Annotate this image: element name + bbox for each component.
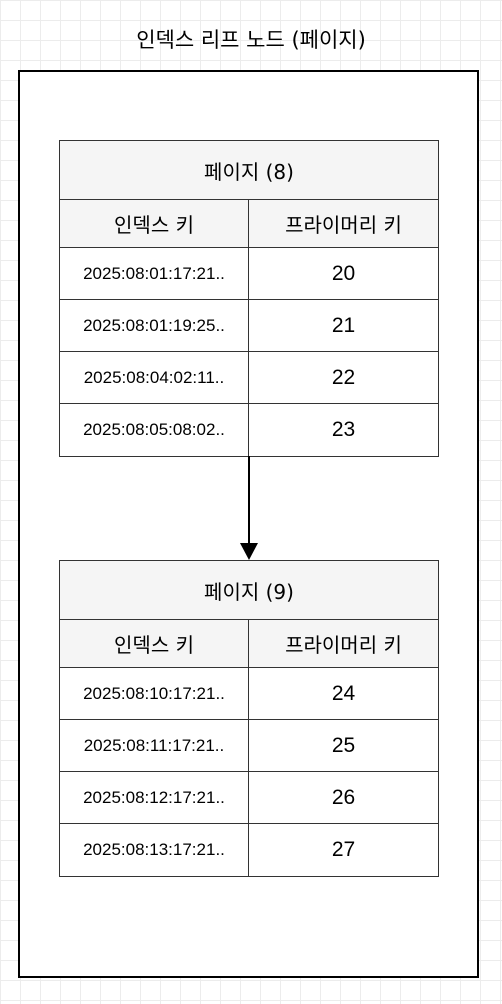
primary-key-cell: 23 [331, 418, 356, 441]
index-key-cell: 2025:08:01:19:25.. [60, 300, 249, 351]
page-header: 페이지 (9) [60, 561, 438, 620]
primary-key-cell: 26 [331, 785, 356, 809]
column-header-primary-key: 프라이머리 키 [285, 213, 402, 237]
table-row: 2025:08:11:17:21.. 25 [60, 720, 438, 772]
table-row: 2025:08:04:02:11.. 22 [60, 352, 438, 404]
column-header-primary-key: 프라이머리 키 [285, 633, 402, 657]
index-key-cell: 2025:08:04:02:11.. [60, 352, 249, 403]
table-row: 2025:08:13:17:21.. 27 [60, 824, 438, 876]
column-header-row: 인덱스 키 프라이머리 키 [60, 620, 438, 668]
primary-key-cell: 25 [331, 733, 356, 757]
index-key-cell: 2025:08:11:17:21.. [60, 720, 249, 771]
index-key-cell: 2025:08:05:08:02.. [60, 404, 249, 456]
primary-key-cell: 20 [331, 261, 356, 285]
index-key-cell: 2025:08:12:17:21.. [60, 772, 249, 823]
index-key-cell: 2025:08:01:17:21.. [60, 248, 249, 299]
table-row: 2025:08:10:17:21.. 24 [60, 668, 438, 720]
index-key-cell: 2025:08:13:17:21.. [60, 824, 249, 876]
table-row: 2025:08:05:08:02.. 23 [60, 404, 438, 456]
column-header-row: 인덱스 키 프라이머리 키 [60, 200, 438, 248]
table-row: 2025:08:01:17:21.. 20 [60, 248, 438, 300]
page-header: 페이지 (8) [60, 141, 438, 200]
column-header-index-key: 인덱스 키 [60, 620, 249, 667]
primary-key-cell: 24 [331, 681, 356, 705]
page-table-9: 페이지 (9) 인덱스 키 프라이머리 키 2025:08:10:17:21..… [59, 560, 439, 877]
table-row: 2025:08:01:19:25.. 21 [60, 300, 438, 352]
primary-key-cell: 22 [331, 365, 356, 389]
page-table-8: 페이지 (8) 인덱스 키 프라이머리 키 2025:08:01:17:21..… [59, 140, 439, 457]
diagram-title: 인덱스 리프 노드 (페이지) [136, 28, 366, 52]
index-key-cell: 2025:08:10:17:21.. [60, 668, 249, 719]
primary-key-cell: 27 [331, 838, 356, 861]
primary-key-cell: 21 [331, 313, 356, 337]
arrow-head [240, 543, 258, 560]
column-header-index-key: 인덱스 키 [60, 200, 249, 247]
table-row: 2025:08:12:17:21.. 26 [60, 772, 438, 824]
